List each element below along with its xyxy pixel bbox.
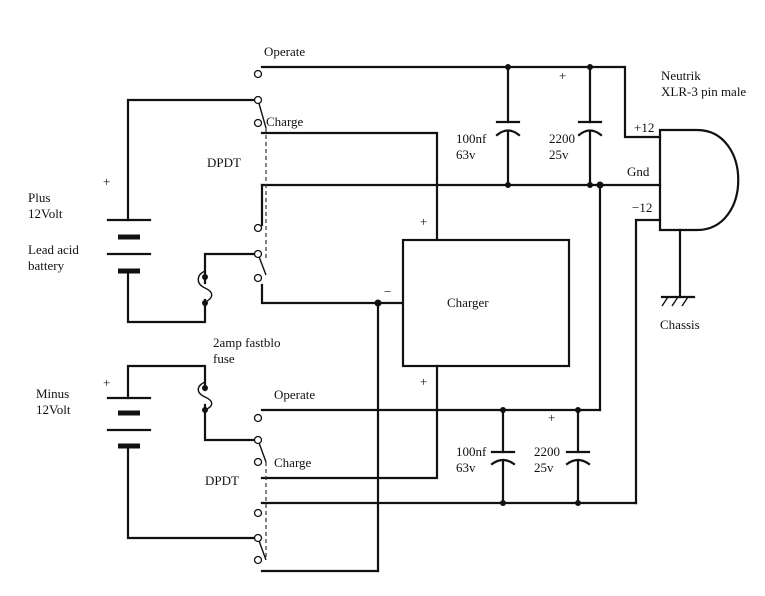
label-cap2-bottom-plus: + [548,410,555,425]
battery-top [106,218,152,274]
cap-2200-top-plate2 [577,129,603,137]
wire-charger-minus [260,283,405,305]
label-operate-bottom: Operate [274,387,315,402]
wire-battery-bottom-plus [126,364,207,400]
label-cap2-top-plus: + [559,68,566,83]
label-pin-gnd: Gnd [627,164,650,179]
switch-lever-top-1 [257,99,267,129]
wire-fuse-top-a [203,252,260,285]
label-cap1-bottom-1: 100nf [456,444,487,459]
label-fuse-1: 2amp fastblo [213,335,281,350]
fuse-top [197,270,213,303]
label-charge-bottom: Charge [274,455,312,470]
label-plus-sign-top: + [103,174,110,189]
label-chassis: Chassis [660,317,700,332]
label-fuse-2: fuse [213,351,235,366]
label-charger-plus-bottom: + [420,374,427,389]
label-charger-minus: − [384,284,391,299]
xlr-connector [658,128,740,232]
label-pin-minus12: −12 [632,200,652,215]
cap-100nf-top-plate2 [495,129,521,137]
label-minus-sign-bottom: + [103,375,110,390]
wire-minus12 [634,218,662,505]
charger-box [401,238,571,368]
label-cap2-bottom-1: 2200 [534,444,560,459]
wire-charger-plus-bottom [260,364,439,480]
label-dpdt-top: DPDT [207,155,241,170]
label-cap1-top-2: 63v [456,147,476,162]
label-charge-top: Charge [266,114,304,129]
label-neutrik-1: Neutrik [661,68,701,83]
label-operate-top: Operate [264,44,305,59]
label-pin-plus12: +12 [634,120,654,135]
wire-fuse-bottom-b [203,403,260,442]
wire-fuse-top-b [126,270,207,324]
battery-bottom [106,396,152,449]
label-minus-12volt-1: Minus [36,386,69,401]
label-plus-12volt-1: Plus [28,190,50,205]
label-plus-12volt-2: 12Volt [28,206,63,221]
wire-operate-top [260,65,662,139]
wire-battery-plus-top [126,98,260,222]
fuse-bottom [197,381,213,411]
wire-charge-top [260,131,439,242]
label-charger-plus-top: + [420,214,427,229]
label-lead-acid-1: Lead acid [28,242,79,257]
chassis-ground-icon [660,295,696,307]
label-dpdt-bottom: DPDT [205,473,239,488]
label-charger: Charger [447,295,489,310]
label-cap1-top-1: 100nf [456,131,487,146]
label-cap2-top-1: 2200 [549,131,575,146]
label-lead-acid-2: battery [28,258,65,273]
label-cap1-bottom-2: 63v [456,460,476,475]
label-minus-12volt-2: 12Volt [36,402,71,417]
label-neutrik-2: XLR-3 pin male [661,84,746,99]
wire-battery-bottom-minus [126,444,260,540]
label-cap2-bottom-2: 25v [534,460,554,475]
label-cap2-top-2: 25v [549,147,569,162]
